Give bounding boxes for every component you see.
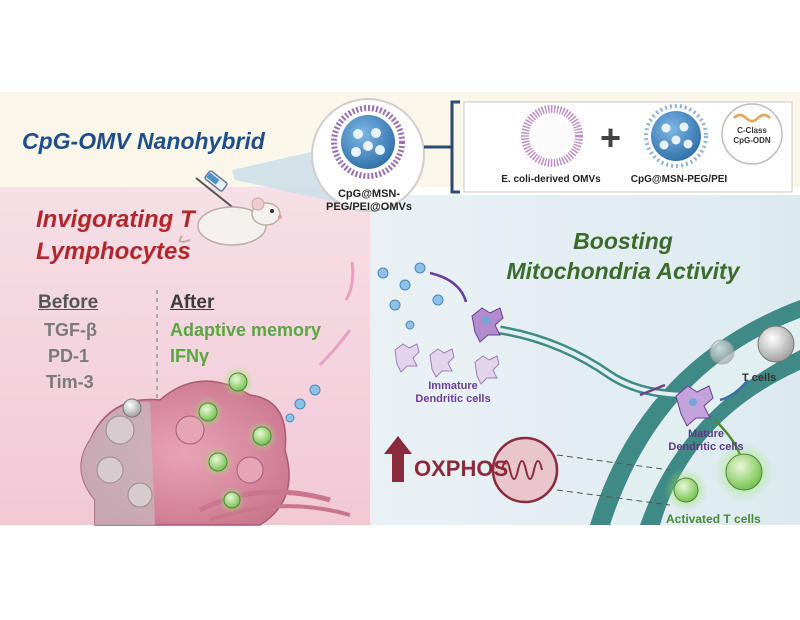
before-item-tim3: Tim-3 [46, 372, 94, 392]
before-item-tgf: TGF-β [44, 320, 97, 340]
zoom-line-bottom [556, 489, 671, 506]
activated-t-cell-icons [664, 442, 774, 512]
msn-label: CpG@MSN-PEG/PEI [630, 174, 728, 185]
after-item-ifng: IFNγ [170, 346, 210, 366]
main-title: CpG-OMV Nanohybrid [22, 128, 265, 154]
immature-dc-label-line1: Immature [428, 380, 478, 392]
mitochondrion-icon [491, 436, 559, 504]
nanoparticles [285, 262, 444, 423]
arrow-down [344, 261, 355, 301]
left-title-line2: Lymphocytes [36, 238, 191, 265]
arrow-to-dc [429, 271, 468, 303]
before-item-pd1: PD-1 [48, 346, 90, 366]
naive-t-cells [122, 325, 795, 418]
cpg-label-line1: C-Class [737, 126, 767, 135]
omv-label: E. coli-derived OMVs [501, 174, 601, 185]
activated-t-cells-label: Activated T cells [666, 512, 761, 526]
t-cells-label: T cells [742, 372, 777, 384]
zoom-line-top [556, 454, 671, 471]
nanohybrid-label-line2: PEG/PEI@OMVs [326, 201, 412, 213]
mature-dc-label-line1: Mature [687, 428, 725, 440]
up-arrow-icon [384, 436, 412, 482]
cpg-odn-icon [721, 103, 783, 165]
nanohybrid-icon [311, 98, 425, 212]
arrow-to-t-cell [719, 379, 749, 402]
cpg-label-line2: CpG-ODN [733, 136, 771, 145]
right-title-line1: Boosting [573, 228, 673, 254]
dc-activated-icon [471, 307, 504, 343]
immature-dc-label: Immature Dendritic cells [398, 380, 508, 406]
tumor-t-cells [192, 366, 278, 514]
arrow-to-mature [639, 383, 666, 397]
left-title: Invigorating T Lymphocytes [36, 204, 195, 268]
immature-dc-label-line2: Dendritic cells [415, 393, 491, 405]
plus-sign: + [600, 117, 621, 158]
nanohybrid-label-line1: CpG@MSN- [337, 188, 401, 200]
left-title-line1: Invigorating T [36, 206, 195, 233]
syringe-icon [195, 170, 237, 211]
mature-dc-label-line2: Dendritic cells [668, 441, 744, 453]
nanohybrid-label: CpG@MSN- PEG/PEI@OMVs [314, 188, 424, 214]
right-title-line2: Mitochondria Activity [506, 258, 740, 284]
right-title: Boosting Mitochondria Activity [478, 226, 768, 286]
immature-dc-icons [394, 343, 500, 385]
mouse-icon [178, 197, 282, 246]
omv-icon [521, 105, 583, 167]
after-heading: After [170, 292, 215, 313]
msn-icon [644, 104, 708, 168]
after-item-memory: Adaptive memory [170, 320, 322, 340]
before-heading: Before [38, 292, 99, 313]
cpg-label: C-Class CpG-ODN [728, 126, 776, 146]
oxphos-label: OXPHOS [414, 456, 509, 481]
mature-dc-icon [675, 385, 714, 427]
arrow-to-tumor [318, 329, 352, 367]
mature-dc-label: Mature Dendritic cells [656, 428, 756, 454]
